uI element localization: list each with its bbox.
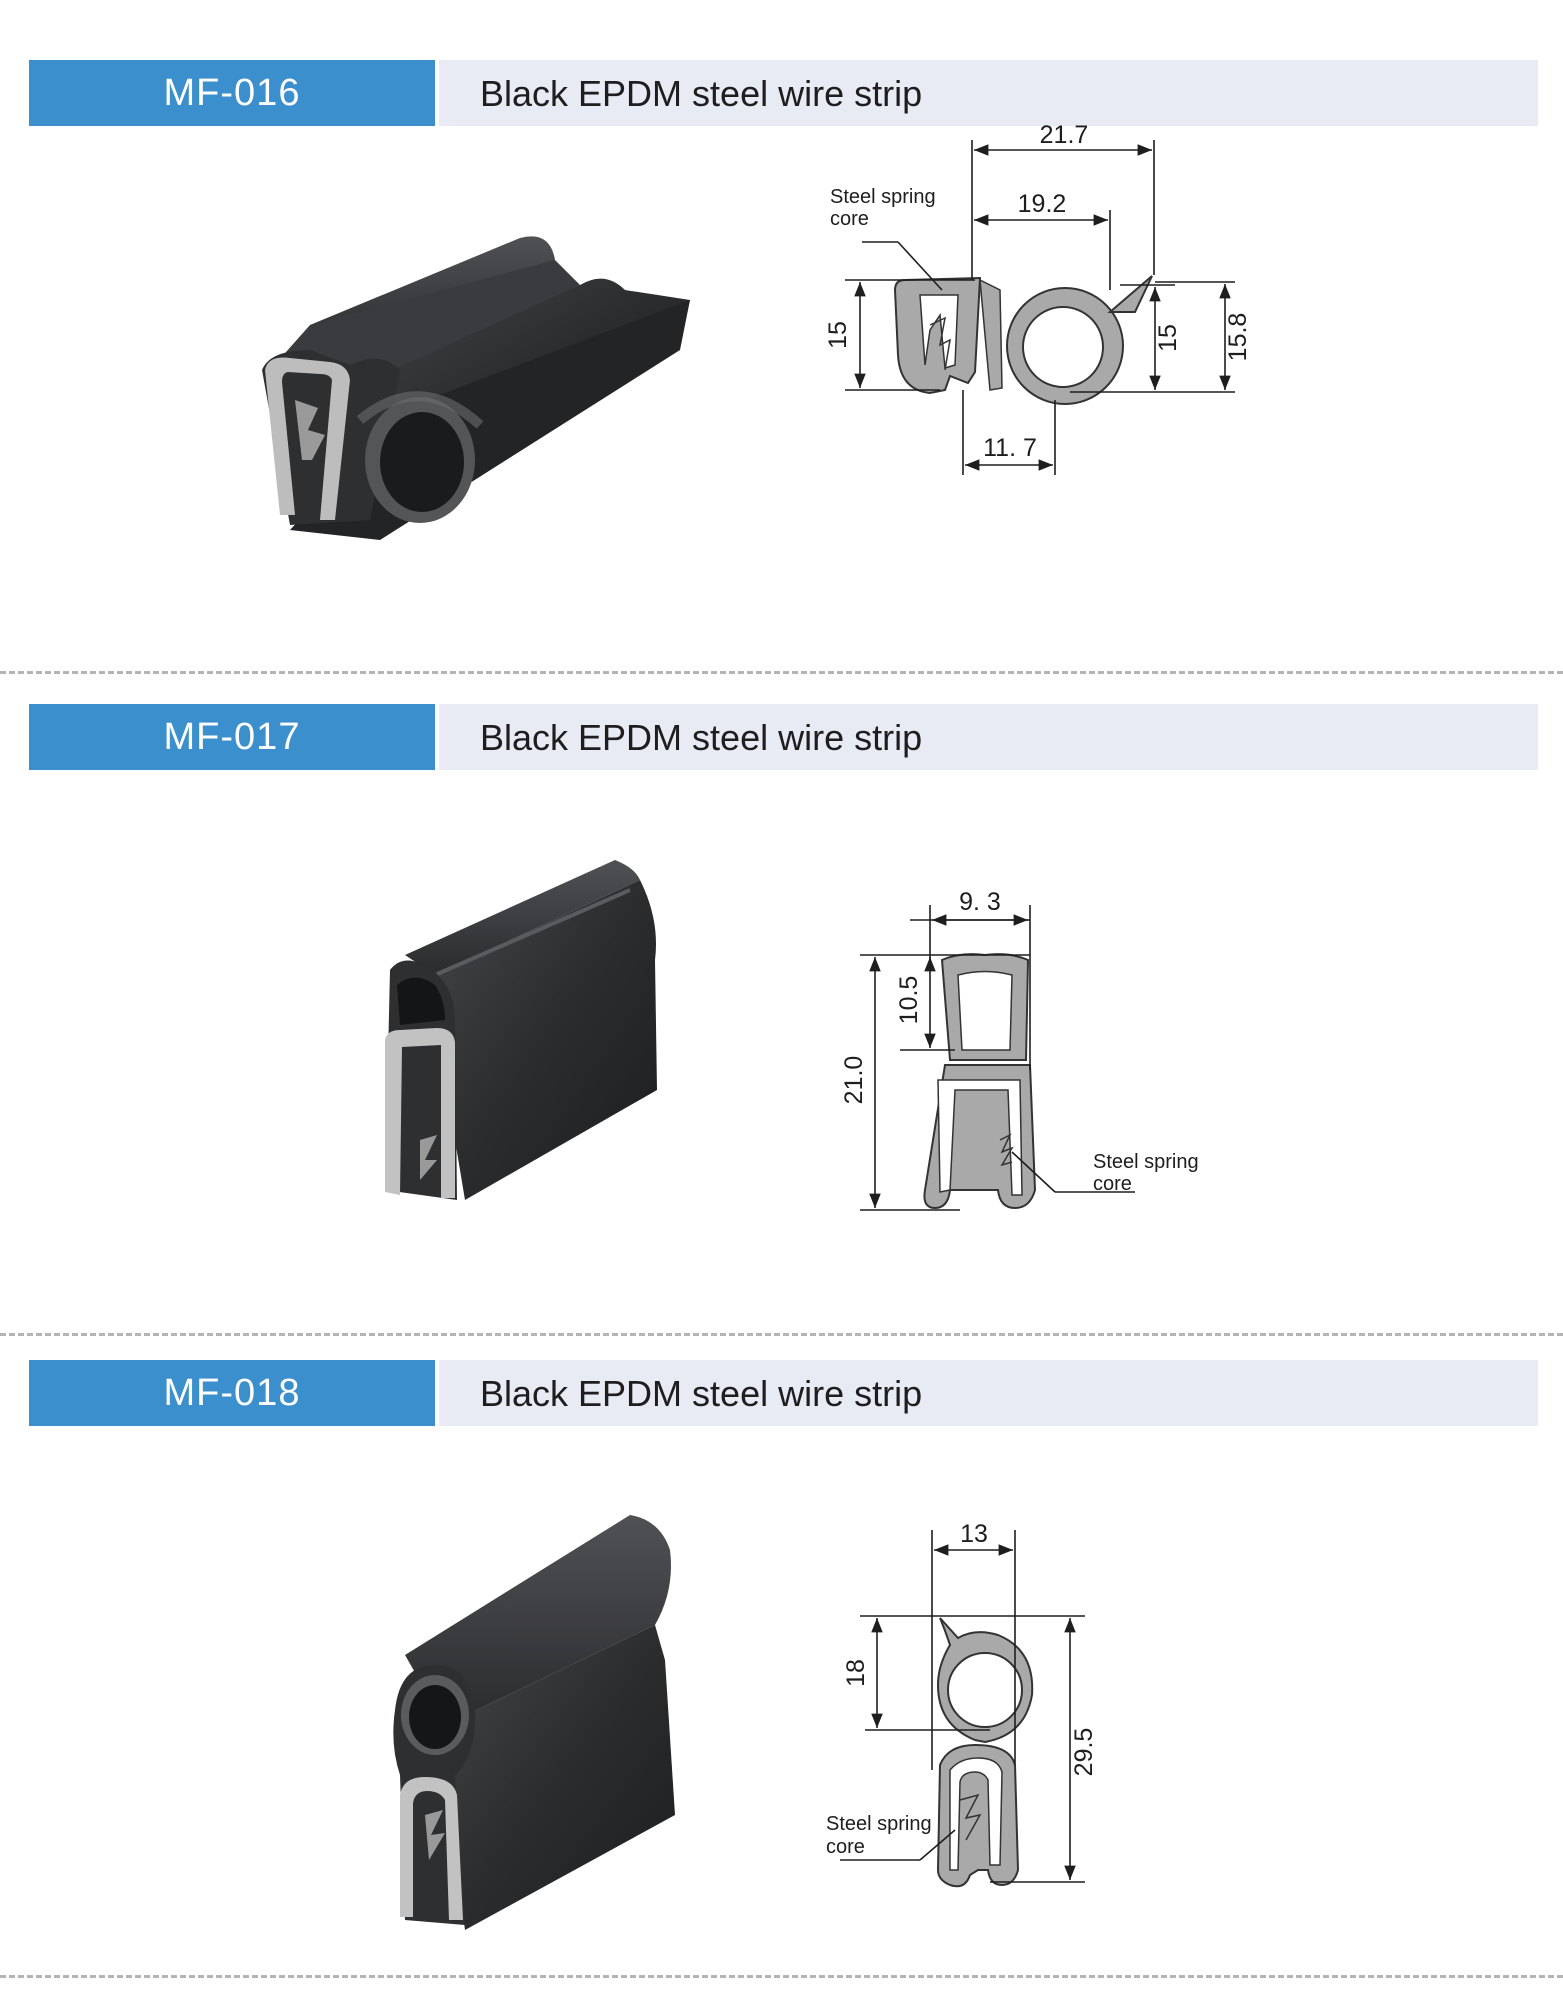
callout-label: core — [1093, 1173, 1132, 1195]
section-divider — [0, 1333, 1563, 1336]
callout-label: core — [830, 208, 869, 230]
callout-label: Steel spring — [830, 186, 936, 208]
product-title: Black EPDM steel wire strip — [439, 60, 1538, 126]
product-code: MF-016 — [29, 60, 435, 126]
cross-section-drawing-mf-017: 9. 3 10.5 21.0 Steel spring core — [840, 888, 1199, 1211]
dimension-label: 13 — [960, 1520, 988, 1548]
dimension-label: 11. 7 — [983, 434, 1037, 462]
product-section-mf-016: MF-016 Black EPDM steel wire strip — [0, 0, 1563, 680]
product-title: Black EPDM steel wire strip — [439, 1360, 1538, 1426]
product-title: Black EPDM steel wire strip — [439, 704, 1538, 770]
section-divider — [0, 1975, 1563, 1978]
dimension-label: 18 — [842, 1659, 870, 1687]
dimension-label: 10.5 — [895, 976, 923, 1025]
dimension-label: 15 — [824, 321, 852, 349]
dimension-label: 21.0 — [840, 1056, 868, 1105]
cross-section-drawing-mf-018: 13 18 29.5 Steel spring core — [826, 1520, 1098, 1888]
callout-label: Steel spring — [826, 1813, 932, 1835]
dimension-label: 19.2 — [1018, 190, 1067, 218]
section-header: MF-017 Black EPDM steel wire strip — [29, 704, 1538, 770]
section-header: MF-016 Black EPDM steel wire strip — [29, 60, 1538, 126]
product-photo-mf-016 — [262, 236, 690, 540]
product-photo-mf-017 — [385, 860, 657, 1200]
product-photo-mf-018 — [393, 1515, 675, 1930]
callout-label: Steel spring — [1093, 1151, 1199, 1173]
product-section-mf-017: MF-017 Black EPDM steel wire strip — [0, 680, 1563, 1330]
callout-label: core — [826, 1836, 865, 1858]
section-header: MF-018 Black EPDM steel wire strip — [29, 1360, 1538, 1426]
dimension-label: 15.8 — [1224, 313, 1252, 362]
dimension-label: 21.7 — [1040, 121, 1089, 149]
dimension-label: 9. 3 — [959, 888, 1001, 916]
dimension-label: 15 — [1154, 324, 1182, 352]
section-divider — [0, 671, 1563, 674]
product-code: MF-017 — [29, 704, 435, 770]
product-code: MF-018 — [29, 1360, 435, 1426]
dimension-label: 29.5 — [1070, 1728, 1098, 1777]
cross-section-drawing-mf-016: 21.7 19.2 15 15 15.8 11. 7 Steel spring … — [824, 121, 1252, 475]
product-section-mf-018: MF-018 Black EPDM steel wire strip — [0, 1340, 1563, 1990]
